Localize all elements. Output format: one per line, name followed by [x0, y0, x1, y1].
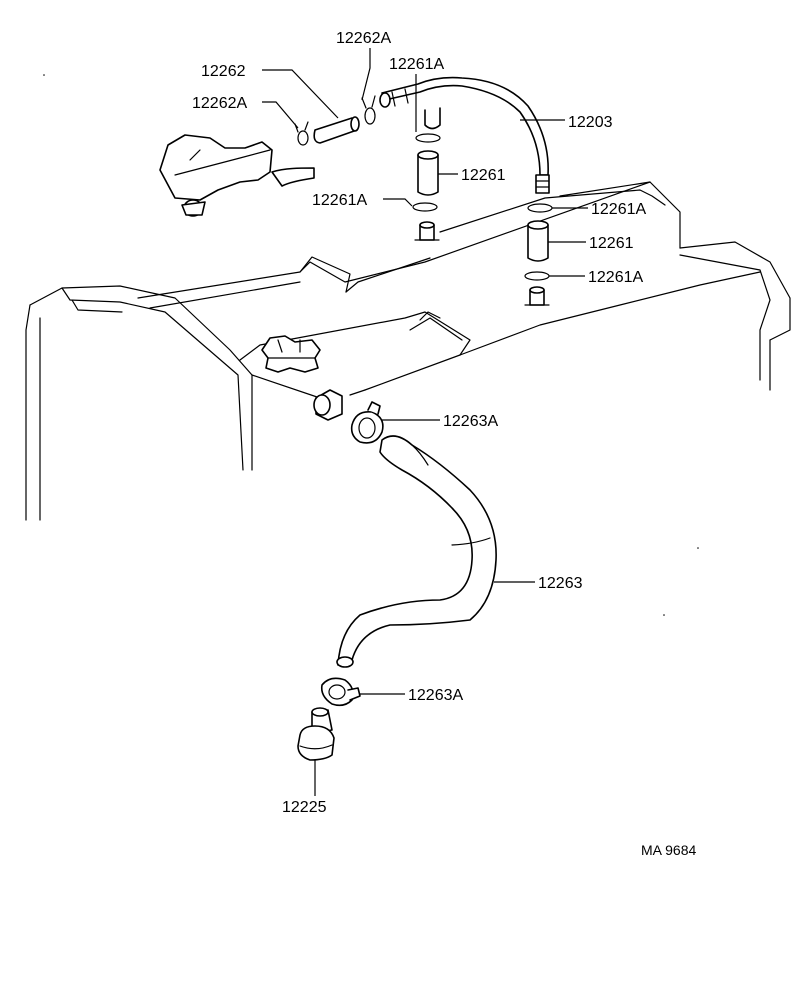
- hose-12263: [336, 435, 497, 668]
- clamp-12263A-lower: [320, 677, 361, 707]
- leader-lines: [262, 48, 588, 796]
- union-12225: [297, 707, 335, 761]
- label-12261A-right-1: 12261A: [591, 201, 646, 218]
- clamp-12263A-upper: [350, 401, 384, 444]
- nipple-right: [524, 286, 550, 306]
- breather-fitting-upper: [313, 389, 343, 421]
- label-12261-upper: 12261: [461, 167, 506, 184]
- ring-12261A-right-lower: [524, 271, 550, 281]
- nipple-left: [414, 221, 440, 241]
- label-12263A-upper: 12263A: [443, 413, 498, 430]
- label-12262: 12262: [201, 63, 246, 80]
- label-12225: 12225: [282, 799, 327, 816]
- hose-12261-upper: [417, 150, 439, 196]
- figure-code: MA 9684: [641, 842, 696, 858]
- label-12262A-top: 12262A: [336, 30, 391, 47]
- clamp-12262A-left: [294, 121, 309, 146]
- scan-specks: [43, 74, 699, 616]
- hose-12203: [379, 76, 550, 194]
- clamp-12262A-top: [361, 95, 376, 125]
- label-12263A-lower: 12263A: [408, 687, 463, 704]
- callout-labels: 12262A 12262 12262A 12261A 12203 12261 1…: [192, 30, 696, 858]
- label-12203: 12203: [568, 114, 613, 131]
- label-12262A-left: 12262A: [192, 95, 247, 112]
- label-12261A-right-2: 12261A: [588, 269, 643, 286]
- hose-12261-lower: [527, 220, 549, 262]
- label-12261-lower: 12261: [589, 235, 634, 252]
- hose-12262: [313, 116, 360, 144]
- label-12261A-top: 12261A: [389, 56, 444, 73]
- label-12261A-left: 12261A: [312, 192, 367, 209]
- oil-filler-cap: [261, 335, 321, 373]
- ring-12261A-left: [412, 202, 438, 212]
- ring-12261A-right-upper: [527, 203, 553, 213]
- ring-12261A-top: [415, 133, 441, 143]
- pcv-valve-assembly: [159, 134, 315, 217]
- engine-valve-cover-drawing: [25, 181, 791, 521]
- label-12263: 12263: [538, 575, 583, 592]
